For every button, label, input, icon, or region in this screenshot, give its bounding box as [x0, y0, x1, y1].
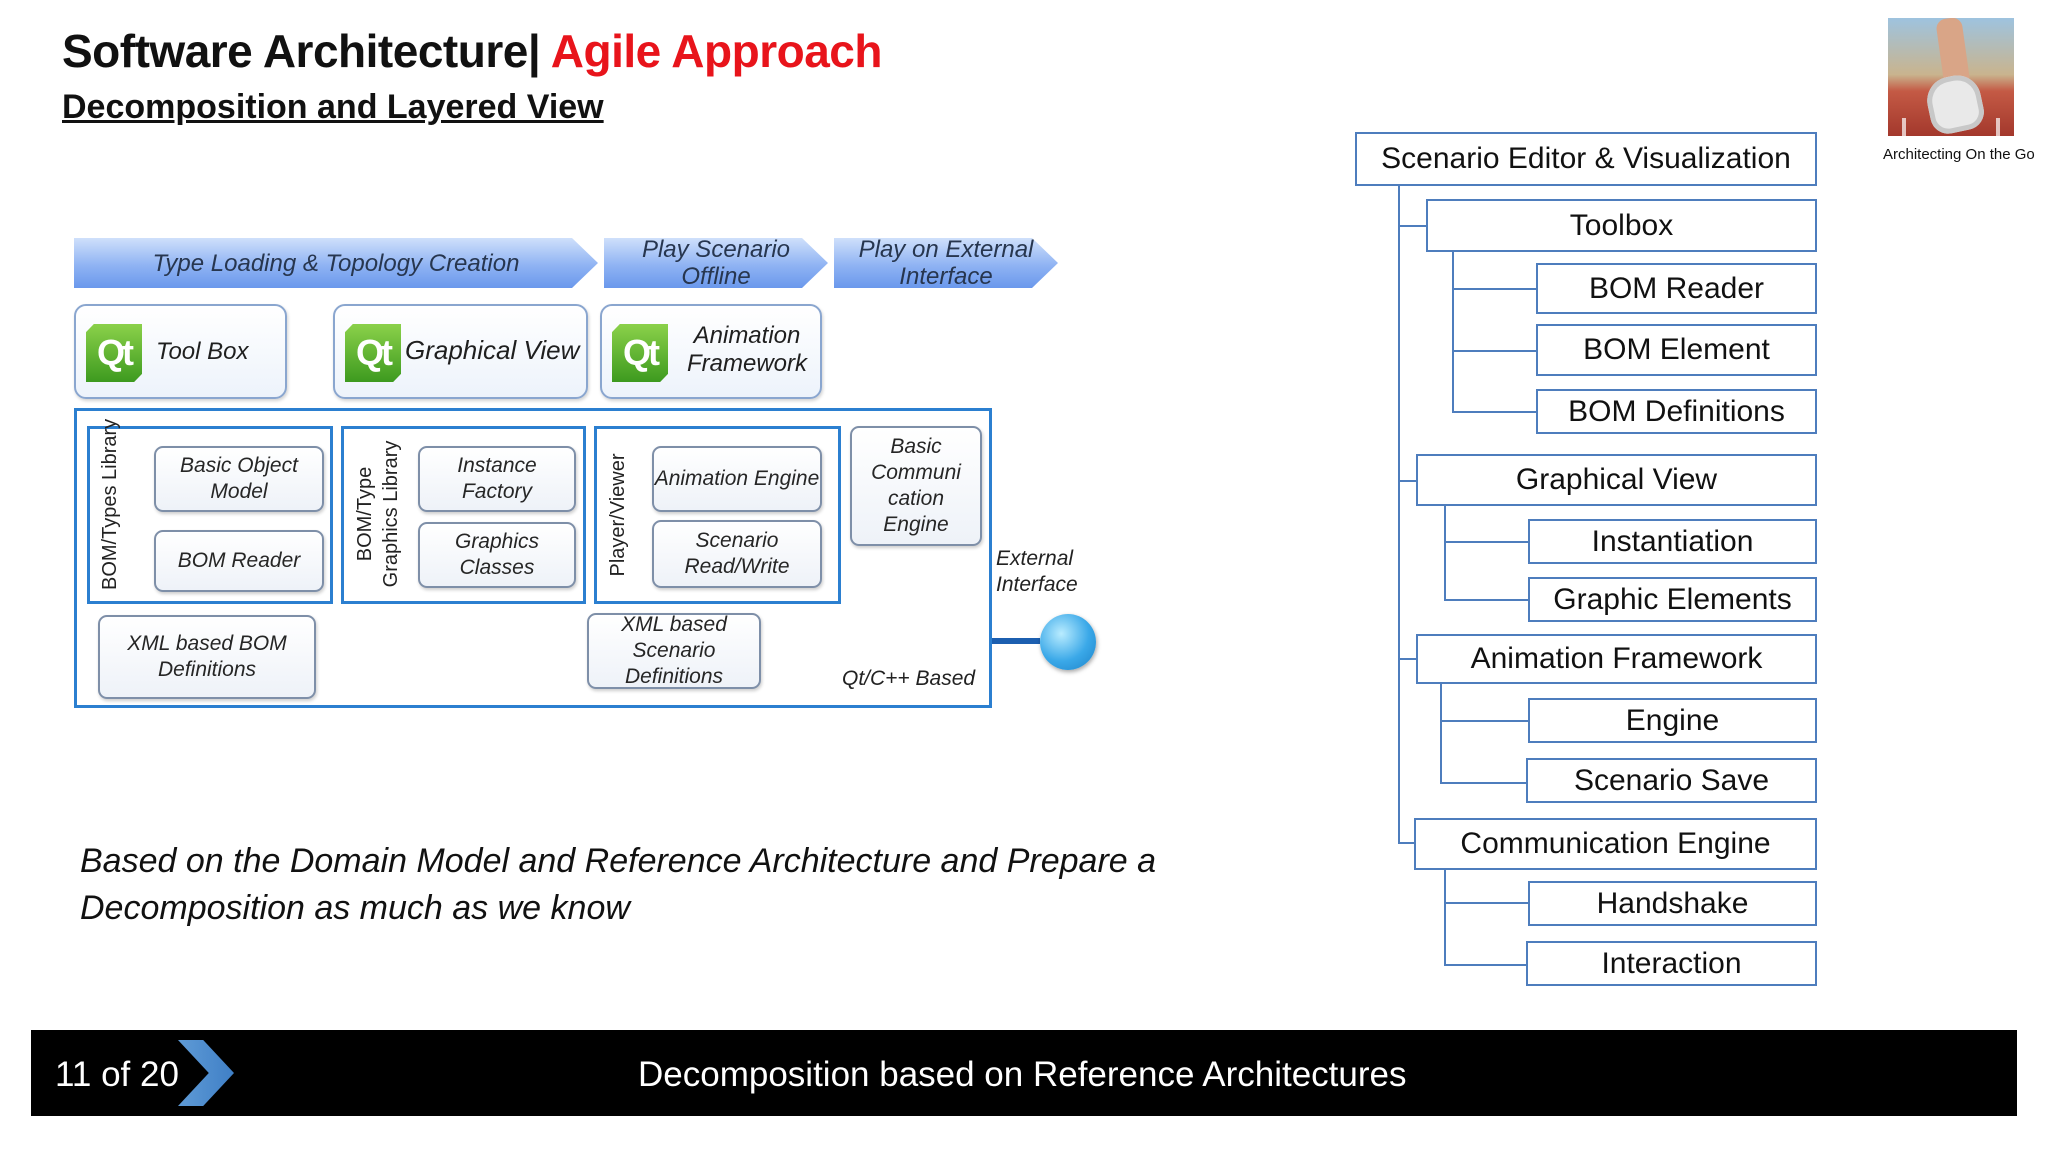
bom-reader-box: BOM Reader [154, 530, 324, 592]
tree-connector [1444, 902, 1528, 904]
tree-node-bom-element: BOM Element [1536, 324, 1817, 376]
footer-section-title: Decomposition based on Reference Archite… [638, 1055, 1407, 1094]
group-label-bom-types-library: BOM/Types Library [99, 418, 121, 590]
graphics-classes-box: Graphics Classes [418, 522, 576, 588]
communication-engine-branch-line [1444, 868, 1446, 966]
graphical-view-branch-line [1444, 505, 1446, 601]
tree-node-bom-reader: BOM Reader [1536, 263, 1817, 314]
qt-logo-icon: Qt [86, 324, 142, 382]
tree-connector [1398, 658, 1416, 660]
tree-connector [1398, 842, 1414, 844]
tree-connector [1444, 599, 1528, 601]
tree-connector [1444, 541, 1528, 543]
tree-node-toolbox: Toolbox [1426, 199, 1817, 252]
tree-node-graphical-view: Graphical View [1416, 454, 1817, 506]
qt-logo-icon: Qt [612, 324, 668, 382]
qt-animation-framework-label: Animation Framework [686, 322, 807, 377]
tree-connector [1452, 288, 1536, 290]
tree-node-handshake: Handshake [1528, 881, 1817, 926]
tree-root-scenario-editor: Scenario Editor & Visualization [1355, 132, 1817, 186]
tree-connector [1440, 720, 1528, 722]
page-subtitle: Decomposition and Layered View [62, 88, 604, 126]
page-total: 20 [140, 1055, 179, 1094]
animation-engine-box: Animation Engine [652, 446, 822, 512]
qt-graphical-view-label: Graphical View [405, 335, 580, 365]
animation-framework-branch-line [1440, 684, 1442, 784]
tree-node-animation-framework: Animation Framework [1416, 634, 1817, 684]
tree-node-scenario-save: Scenario Save [1526, 758, 1817, 803]
basic-communication-engine-box: Basic Communi cation Engine [850, 426, 982, 546]
group-label-player-viewer: Player/Viewer [607, 453, 629, 577]
group-bom-type-graphics-library [341, 426, 586, 604]
external-connector-line [992, 638, 1040, 644]
toolbox-branch-line [1452, 252, 1454, 412]
tree-connector [1452, 411, 1536, 413]
slide-caption: Based on the Domain Model and Reference … [80, 838, 1156, 932]
group-label-bom-type-graphics-library: BOM/Type Graphics Library [354, 440, 402, 588]
caption-line-1: Based on the Domain Model and Reference … [80, 842, 1157, 880]
phase-arrow-play-offline: Play Scenario Offline [604, 238, 828, 288]
qt-logo-icon: Qt [345, 324, 401, 382]
instance-factory-box: Instance Factory [418, 446, 576, 512]
external-interface-port-icon [1040, 614, 1096, 670]
group-player-viewer [594, 426, 841, 604]
qt-toolbox-label: Tool Box [156, 338, 249, 365]
runner-logo-image [1888, 18, 2014, 136]
phase-arrow-type-loading: Type Loading & Topology Creation [74, 238, 598, 288]
tree-node-interaction: Interaction [1526, 941, 1817, 986]
tree-connector [1440, 782, 1526, 784]
group-bom-types-library [87, 426, 333, 604]
logo-caption: Architecting On the Go [1883, 146, 2035, 163]
platform-label: Qt/C++ Based [842, 667, 976, 690]
basic-object-model-box: Basic Object Model [154, 446, 324, 512]
tree-node-bom-definitions: BOM Definitions [1536, 389, 1817, 434]
tree-connector [1444, 964, 1526, 966]
page-indicator: 11 of 20 [55, 1055, 179, 1095]
qt-cpp-container [74, 408, 992, 708]
tree-node-instantiation: Instantiation [1528, 519, 1817, 564]
scenario-read-write-box: Scenario Read/Write [652, 520, 822, 588]
title-main: Software Architecture [62, 25, 528, 77]
title-accent: Agile Approach [550, 25, 883, 77]
qt-toolbox-box: Qt Tool Box [74, 304, 287, 399]
caption-line-2: Decomposition as much as we know [80, 889, 630, 927]
tree-connector [1398, 225, 1426, 227]
tree-trunk-line [1398, 186, 1400, 842]
page-title: Software Architecture| Agile Approach [62, 24, 882, 78]
footer-bar [31, 1030, 2017, 1116]
tree-connector [1452, 350, 1536, 352]
title-separator: | [527, 25, 541, 77]
external-interface-label: External Interface [996, 547, 1078, 596]
tree-node-graphic-elements: Graphic Elements [1528, 577, 1817, 622]
tree-connector [1398, 480, 1416, 482]
page-of: of [101, 1055, 131, 1094]
phase-arrow-play-external: Play on External Interface [834, 238, 1058, 288]
tree-node-engine: Engine [1528, 698, 1817, 743]
xml-bom-definitions-box: XML based BOM Definitions [98, 615, 316, 699]
tree-node-communication-engine: Communication Engine [1414, 818, 1817, 870]
qt-animation-framework-box: Qt Animation Framework [600, 304, 822, 399]
qt-graphical-view-box: Qt Graphical View [333, 304, 588, 399]
page-current: 11 [55, 1055, 92, 1094]
xml-scenario-definitions-box: XML based Scenario Definitions [587, 613, 761, 689]
